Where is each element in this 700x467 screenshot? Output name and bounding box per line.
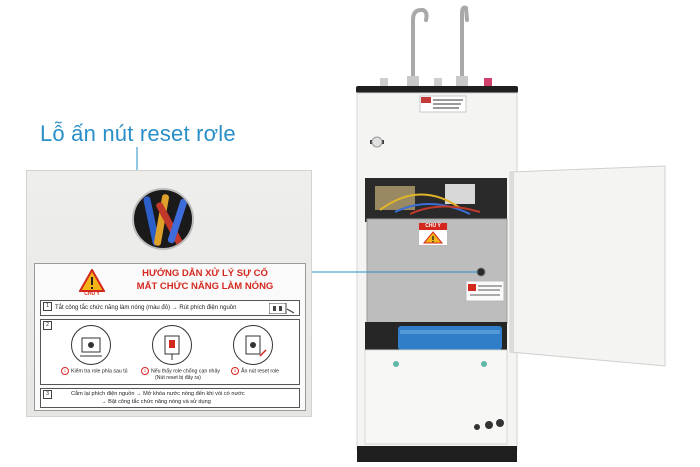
callout-title: Lỗ ấn nút reset rơle [40,121,236,146]
door-warning-text: CHÚ Ý [419,223,447,230]
top-knob-red [484,78,492,86]
relay-check-illustration [71,325,111,365]
step-3-line-2: → Bật công tắc chức năng nóng và sử dụng [101,399,211,405]
step-2-sub-2-note: (Nút reset bị đẩy ra) [155,375,201,381]
top-knob [380,78,388,86]
reset-access-hole [132,188,194,250]
drain-port [474,424,480,430]
zoom-detail-panel: CHÚ Ý HƯỚNG DẪN XỬ LÝ SỰ CỐ MẤT CHỨC NĂN… [26,170,312,417]
step-1-box: 1 Tắt công tắc chức năng làm nóng (màu đ… [40,300,300,316]
step-3-line-1: Cắm lại phích điện nguồn → Mở khóa nước … [71,391,245,397]
troubleshooting-sticker: CHÚ Ý HƯỚNG DẪN XỬ LÝ SỰ CỐ MẤT CHỨC NĂN… [34,263,306,411]
step-1-text: Tắt công tắc chức năng làm nóng (màu đỏ)… [55,305,237,311]
faucet-right [456,5,469,86]
step-2-box: 2 [40,319,300,385]
sub-2-number: 2 [141,367,149,375]
top-cap [356,86,518,93]
sub-1-number: 1 [61,367,69,375]
step-2-number: 2 [43,321,52,330]
step-1-number: 1 [43,302,52,311]
drain-port [485,421,493,429]
top-knob [434,78,442,86]
sub-3-text: Ấn nút reset role [241,368,280,375]
step-3-number: 3 [43,390,52,399]
warning-triangle-icon [79,269,105,292]
sub-2-text: Nếu thấy role chống cạn nhảy [151,368,220,375]
drain-port [496,419,504,427]
warning-badge-label: CHÚ Ý [84,291,100,297]
sticker-header: CHÚ Ý HƯỚNG DẪN XỬ LÝ SỰ CỐ MẤT CHỨC NĂN… [35,264,305,300]
sticker-title: HƯỚNG DẪN XỬ LÝ SỰ CỐ MẤT CHỨC NĂNG LÀM … [115,267,295,293]
step-3-box: 3 Cắm lại phích điện nguồn → Mở khóa nướ… [40,388,300,408]
door-warning-label: CHÚ Ý [418,222,448,246]
relay-tripped-illustration [152,325,192,365]
sub-1-text: Kiểm tra role phía sau tủ [71,368,128,375]
power-plug-icon [269,303,295,314]
reset-press-illustration [233,325,273,365]
faucet-left [407,8,429,86]
warning-triangle-icon [422,231,444,244]
sticker-title-line1: HƯỚNG DẪN XỬ LÝ SỰ CỐ [142,268,268,279]
sticker-title-line2: MẤT CHỨC NĂNG LÀM NÓNG [136,281,274,292]
sub-3-number: 3 [231,367,239,375]
cabinet-base [357,446,517,462]
